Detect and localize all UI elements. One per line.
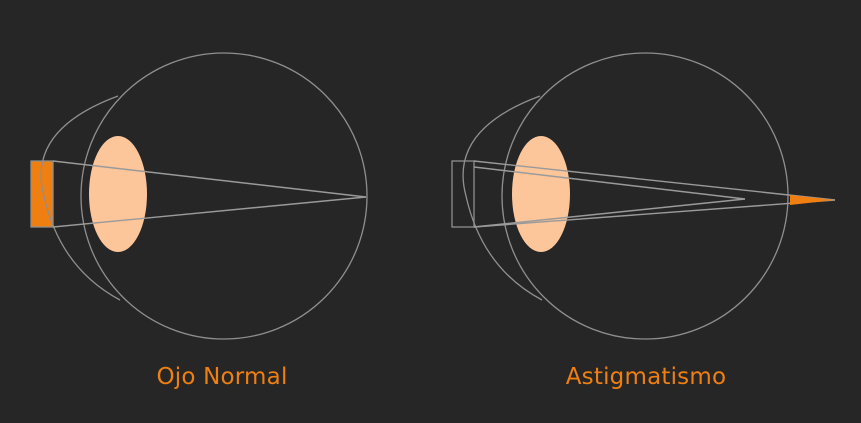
astigmatism-ray-top-inner bbox=[473, 166, 746, 200]
normal-ray-bottom bbox=[52, 196, 367, 228]
astigmatism-ray-bottom-inner bbox=[473, 198, 746, 228]
astigmatism-image-blur bbox=[790, 195, 835, 205]
astigmatism-lens bbox=[512, 136, 570, 252]
normal-eye-panel: Ojo Normal bbox=[30, 52, 368, 390]
normal-ray-top bbox=[52, 160, 367, 198]
astigmatism-ray-bottom-outer bbox=[473, 199, 836, 228]
normal-lens bbox=[89, 136, 147, 252]
astigmatism-eye-caption: Astigmatismo bbox=[566, 364, 727, 390]
astigmatism-eyeball-outline bbox=[501, 52, 789, 340]
astigmatism-eye-panel: Astigmatismo bbox=[451, 52, 836, 390]
normal-eye-caption: Ojo Normal bbox=[156, 364, 287, 390]
astigmatism-cornea-outline bbox=[462, 95, 543, 301]
astigmatism-object-frame bbox=[451, 160, 475, 228]
normal-eyeball-outline bbox=[80, 52, 368, 340]
normal-cornea-outline bbox=[40, 95, 121, 301]
astigmatism-ray-top-outer bbox=[473, 160, 836, 201]
